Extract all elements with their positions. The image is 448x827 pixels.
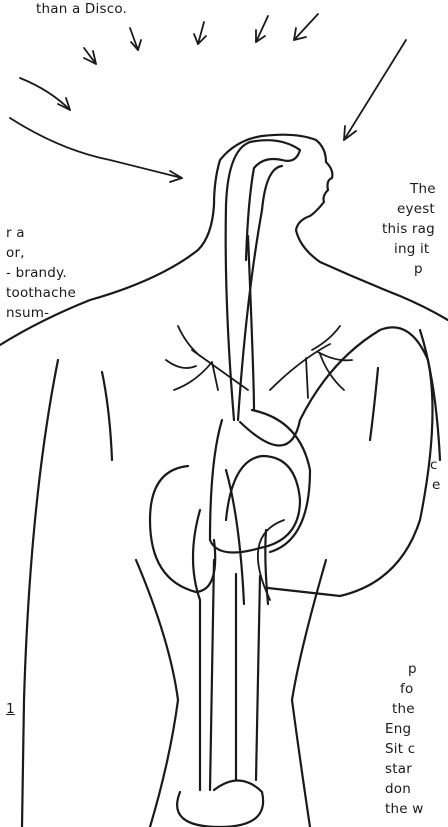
right-line: the — [392, 700, 415, 718]
right-line: this rag — [382, 220, 435, 238]
right-line: don — [385, 780, 411, 798]
left-line: toothache — [6, 284, 76, 302]
arrows-left — [10, 28, 182, 182]
right-line: Sit c — [385, 740, 415, 758]
right-line: p — [414, 260, 423, 278]
right-line: fo — [400, 680, 413, 698]
right-line: eyest — [397, 200, 435, 218]
left-line: r a — [6, 224, 25, 242]
right-line: the w — [385, 800, 424, 818]
right-mid-line: e — [432, 476, 441, 494]
top-fragment: than a Disco. — [36, 0, 127, 18]
right-line: p — [408, 660, 417, 678]
right-line: star — [385, 760, 412, 778]
right-line: ing it — [394, 240, 429, 258]
right-mid-line: c — [430, 456, 438, 474]
right-line: Eng — [385, 720, 411, 738]
left-line: or, — [6, 244, 25, 262]
arrows-right — [194, 14, 406, 140]
left-line: - brandy. — [6, 264, 67, 282]
lungs — [166, 326, 352, 398]
left-bottom-fragment: 1 — [6, 700, 15, 718]
right-line: The — [410, 180, 436, 198]
left-line: nsum- — [6, 304, 49, 322]
body-outline — [0, 135, 448, 827]
